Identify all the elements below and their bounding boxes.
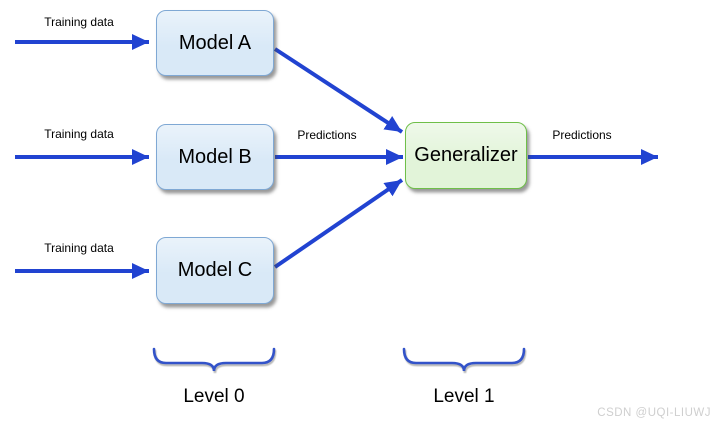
edge-label-predictions-in: Predictions [297, 128, 357, 142]
node-generalizer-label: Generalizer [414, 144, 518, 166]
edge-label-training-data-b: Training data [44, 127, 114, 141]
node-model-c-label: Model C [177, 259, 253, 281]
edge-label-predictions-out: Predictions [552, 128, 612, 142]
node-model-a: Model A [156, 10, 274, 76]
level-0-label: Level 0 [183, 386, 245, 407]
arrow-model-a-to-generalizer [273, 47, 404, 134]
node-model-a-label: Model A [178, 31, 252, 54]
node-generalizer: Generalizer [405, 122, 527, 189]
edge-label-training-data-c: Training data [44, 241, 114, 255]
level-1-label: Level 1 [433, 386, 495, 407]
level-1-brace [402, 347, 526, 372]
level-0-brace [152, 347, 276, 372]
node-model-b: Model B [156, 124, 274, 190]
node-model-c: Model C [156, 237, 274, 304]
csdn-watermark: CSDN @UQI-LIUWJ [597, 407, 711, 419]
edge-label-training-data-a: Training data [44, 15, 114, 29]
node-model-b-label: Model B [178, 145, 252, 168]
arrow-model-c-to-generalizer [273, 178, 404, 269]
